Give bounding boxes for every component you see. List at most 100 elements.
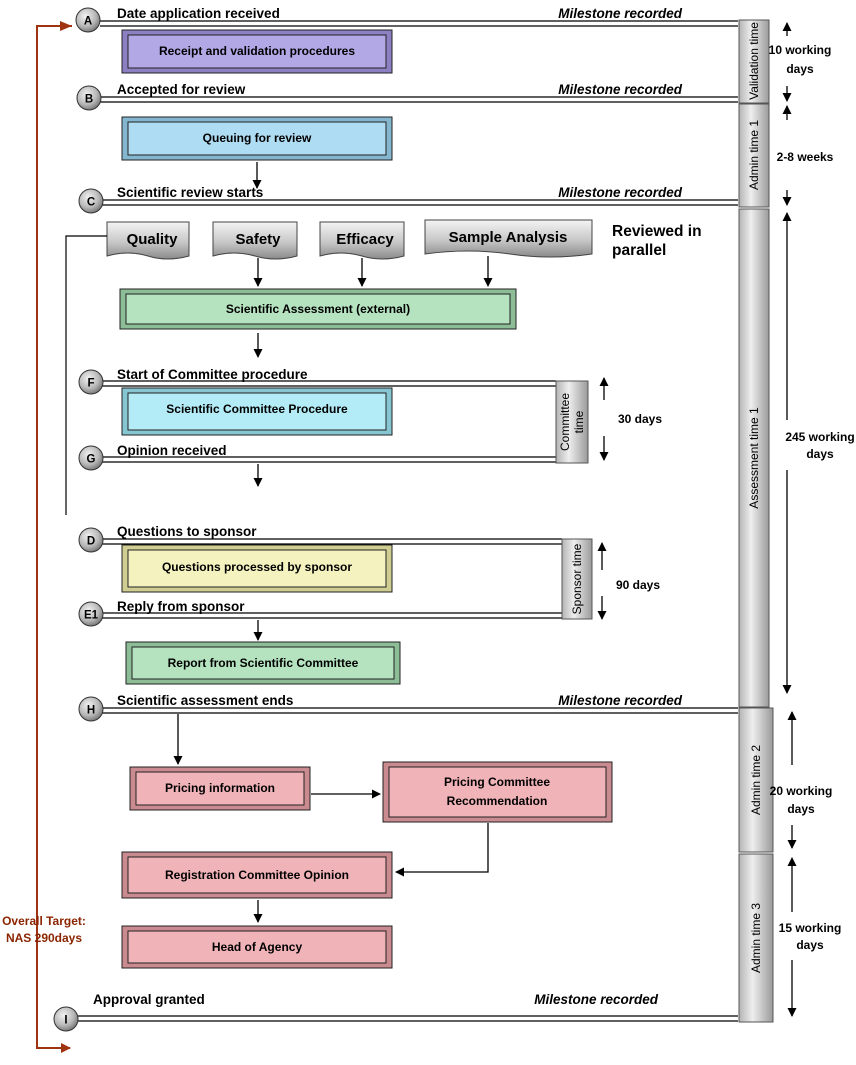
- parallel-note-line1: Reviewed in: [612, 223, 702, 240]
- duration-admin2-line2: days: [787, 802, 815, 816]
- svg-text:Committee: Committee: [558, 393, 572, 451]
- duration-arrows: [597, 22, 797, 1017]
- milestone-label-c: Scientific review starts: [117, 185, 263, 200]
- milestone-circle-i: I: [53, 1006, 79, 1032]
- milestone-note-c: Milestone recorded: [558, 185, 683, 200]
- milestone-label-h: Scientific assessment ends: [117, 693, 293, 708]
- duration-admin3-line1: 15 working: [779, 921, 842, 935]
- svg-text:Admin time 1: Admin time 1: [747, 120, 761, 190]
- svg-text:Quality: Quality: [127, 231, 179, 248]
- milestone-circle-a: A: [75, 7, 101, 33]
- svg-text:Head of Agency: Head of Agency: [212, 940, 303, 954]
- flow-arrows: [173, 162, 493, 923]
- time-bar-admin2: Admin time 2: [738, 707, 774, 853]
- milestone-circle-d: D: [78, 527, 104, 553]
- milestone-label-e1: Reply from sponsor: [117, 599, 245, 614]
- milestone-label-b: Accepted for review: [117, 82, 246, 97]
- milestone-circle-h: H: [78, 696, 104, 722]
- process-boxes: Receipt and validation procedures Queuin…: [119, 29, 613, 969]
- svg-text:Sample Analysis: Sample Analysis: [449, 229, 568, 246]
- milestone-label-g: Opinion received: [117, 443, 227, 458]
- milestone-circle-g: G: [78, 445, 104, 471]
- box-pricing-info: Pricing information: [129, 766, 311, 811]
- box-questions: Questions processed by sponsor: [121, 544, 393, 593]
- svg-text:A: A: [84, 16, 92, 28]
- time-bar-validation: Validation time: [738, 19, 770, 104]
- milestone-label-i: Approval granted: [93, 992, 205, 1007]
- svg-text:Receipt and validation procedu: Receipt and validation procedures: [159, 44, 355, 58]
- duration-admin1: 2-8 weeks: [777, 150, 834, 164]
- time-bar-sponsor: Sponsor time: [561, 538, 593, 620]
- svg-text:Safety: Safety: [235, 231, 281, 248]
- svg-text:D: D: [87, 536, 95, 548]
- overall-target-arrow: [36, 25, 72, 1053]
- svg-text:I: I: [64, 1015, 67, 1027]
- milestone-note-h: Milestone recorded: [558, 693, 683, 708]
- duration-admin2-line1: 20 working: [770, 784, 833, 798]
- milestone-circle-e1: E1: [78, 601, 104, 627]
- svg-text:Pricing Committee: Pricing Committee: [444, 775, 550, 789]
- overall-target-line1: Overall Target:: [2, 914, 86, 928]
- time-bar-assessment1: Assessment time 1: [738, 208, 770, 708]
- review-area-sample-analysis: Sample Analysis: [424, 219, 593, 258]
- svg-text:Efficacy: Efficacy: [336, 231, 394, 248]
- time-bars: Validation time Admin time 1 Assessment …: [555, 19, 774, 1023]
- svg-text:Validation time: Validation time: [747, 22, 761, 100]
- time-bar-admin3: Admin time 3: [738, 853, 774, 1023]
- svg-text:time: time: [572, 410, 586, 433]
- milestone-lines: [78, 20, 738, 1022]
- svg-text:Admin time 3: Admin time 3: [749, 903, 763, 973]
- overall-target-line2: NAS 290days: [6, 931, 82, 945]
- box-pricing-recommendation: Pricing Committee Recommendation: [382, 761, 613, 823]
- box-report: Report from Scientific Committee: [125, 641, 401, 685]
- box-receipt: Receipt and validation procedures: [121, 29, 393, 74]
- milestone-label-d: Questions to sponsor: [117, 524, 257, 539]
- duration-labels: 10 working days 2-8 weeks 245 working da…: [616, 43, 855, 952]
- svg-text:F: F: [87, 378, 94, 390]
- svg-text:Recommendation: Recommendation: [447, 794, 548, 808]
- box-committee-procedure: Scientific Committee Procedure: [121, 387, 393, 436]
- duration-admin3-line2: days: [796, 938, 824, 952]
- svg-text:B: B: [85, 94, 93, 106]
- milestone-label-a: Date application received: [117, 6, 280, 21]
- milestone-labels: Date application received Milestone reco…: [93, 6, 683, 1007]
- box-head-of-agency: Head of Agency: [121, 925, 393, 969]
- milestone-circle-c: C: [78, 188, 104, 214]
- duration-assessment-line2: days: [806, 447, 834, 461]
- svg-text:E1: E1: [84, 610, 99, 622]
- svg-text:Scientific Assessment (externa: Scientific Assessment (external): [226, 302, 410, 316]
- milestone-circles: A B C F G D E1 H: [53, 7, 104, 1032]
- time-bar-committee: Committee time: [555, 380, 589, 464]
- svg-text:Admin time 2: Admin time 2: [749, 745, 763, 815]
- duration-committee: 30 days: [618, 412, 662, 426]
- milestone-label-f: Start of Committee procedure: [117, 367, 308, 382]
- box-scientific-assessment: Scientific Assessment (external): [119, 288, 517, 330]
- review-area-safety: Safety: [212, 221, 298, 260]
- box-registration: Registration Committee Opinion: [121, 851, 393, 899]
- parallel-note-line2: parallel: [612, 242, 666, 259]
- svg-text:H: H: [87, 705, 95, 717]
- time-bar-admin1: Admin time 1: [738, 103, 770, 208]
- svg-text:Assessment time 1: Assessment time 1: [747, 407, 761, 509]
- svg-text:Report from Scientific Committ: Report from Scientific Committee: [168, 656, 359, 670]
- review-bracket-line: [65, 235, 107, 515]
- svg-text:Registration Committee Opinion: Registration Committee Opinion: [165, 868, 349, 882]
- duration-assessment-line1: 245 working: [785, 430, 854, 444]
- review-area-quality: Quality: [106, 221, 190, 260]
- svg-text:C: C: [87, 197, 95, 209]
- review-areas: Quality Safety Efficacy Sample Analysis: [106, 219, 593, 260]
- duration-validation-line1: 10 working: [769, 43, 832, 57]
- milestone-circle-b: B: [76, 85, 102, 111]
- svg-text:Sponsor time: Sponsor time: [570, 543, 584, 614]
- review-area-efficacy: Efficacy: [319, 221, 405, 260]
- duration-validation-line2: days: [786, 62, 814, 76]
- svg-text:G: G: [87, 454, 96, 466]
- milestone-note-b: Milestone recorded: [558, 82, 683, 97]
- svg-text:Scientific Committee Procedure: Scientific Committee Procedure: [166, 402, 348, 416]
- box-queuing: Queuing for review: [121, 116, 393, 161]
- svg-text:Pricing information: Pricing information: [165, 781, 275, 795]
- overall-target-arrowhead-top: [60, 21, 72, 31]
- svg-text:Queuing for review: Queuing for review: [203, 131, 312, 145]
- svg-text:Questions processed by sponsor: Questions processed by sponsor: [162, 560, 352, 574]
